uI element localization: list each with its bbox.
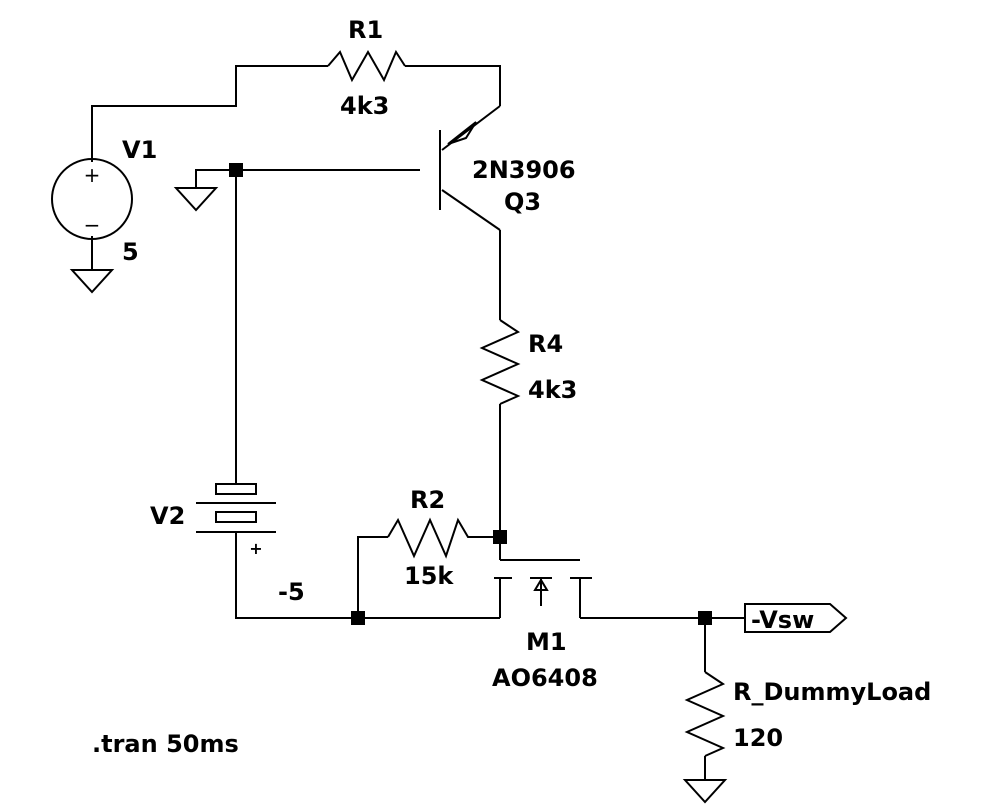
q3-pnp-transistor	[439, 105, 501, 231]
v1-name: V1	[122, 136, 157, 164]
ground-icon-base	[173, 187, 219, 212]
q3-name: Q3	[504, 188, 541, 216]
wire-r1-to-q3-emitter	[405, 65, 501, 106]
v1-voltage-source: + −	[51, 158, 133, 240]
junction-output-node	[698, 611, 712, 625]
v2-battery: +	[196, 483, 276, 558]
wire-v2-to-source-node	[235, 533, 358, 619]
wire-r2-to-source-node	[357, 536, 388, 618]
r4-name: R4	[528, 330, 563, 358]
m1-name: M1	[526, 628, 567, 656]
v1-plus-sign: +	[84, 163, 101, 187]
v2-plus-sign: +	[249, 539, 262, 558]
m1-model: AO6408	[492, 664, 598, 692]
r1-resistor	[327, 49, 406, 83]
r2-resistor	[387, 517, 500, 559]
junction-base-node	[229, 163, 243, 177]
m1-mosfet	[494, 537, 592, 618]
v2-name: V2	[150, 502, 185, 530]
spice-directive: .tran 50ms	[92, 730, 239, 758]
v2-value: -5	[278, 578, 305, 606]
wire-v1-to-r1	[91, 65, 328, 162]
ground-icon-load	[682, 779, 728, 804]
v1-minus-sign: −	[84, 213, 101, 237]
wire-ground-to-base-node	[195, 169, 236, 188]
r4-resistor	[479, 319, 521, 405]
v1-value: 5	[122, 238, 139, 266]
net-label-vsw: -Vsw	[744, 603, 848, 634]
wires	[91, 65, 745, 780]
r2-name: R2	[410, 486, 445, 514]
net-label-vsw-text: -Vsw	[751, 606, 814, 634]
ground-icon-v1	[69, 269, 115, 294]
r1-name: R1	[348, 16, 383, 44]
r-dummyload-value: 120	[733, 724, 783, 752]
r4-value: 4k3	[528, 376, 577, 404]
r2-value: 15k	[404, 562, 454, 590]
junction-gate-node	[493, 530, 507, 544]
r-dummyload-name: R_DummyLoad	[733, 678, 931, 706]
q3-model: 2N3906	[472, 156, 576, 184]
r1-value: 4k3	[340, 92, 389, 120]
junction-source-node	[351, 611, 365, 625]
r-dummyload-resistor	[684, 671, 726, 757]
